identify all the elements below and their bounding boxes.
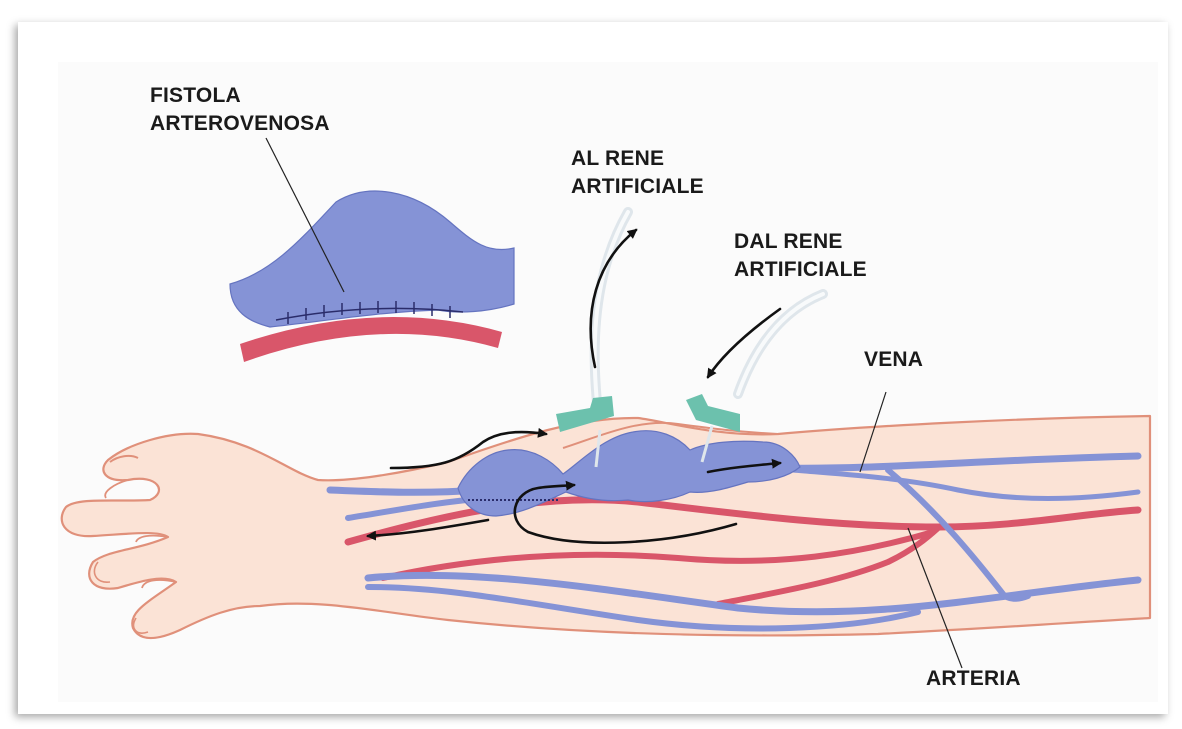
av-fistula-diagram: FISTOLA ARTEROVENOSA AL RENE ARTIFICIALE… <box>18 22 1168 714</box>
diagram-card: FISTOLA ARTEROVENOSA AL RENE ARTIFICIALE… <box>18 22 1168 714</box>
label-al-rene-2: ARTIFICIALE <box>571 175 704 198</box>
label-fistola-2: ARTEROVENOSA <box>150 112 330 135</box>
label-vena: VENA <box>864 348 923 371</box>
label-fistola-1: FISTOLA <box>150 84 241 107</box>
label-dal-rene-1: DAL RENE <box>734 230 843 253</box>
label-dal-rene-2: ARTIFICIALE <box>734 258 867 281</box>
forearm <box>62 416 1150 638</box>
label-arteria: ARTERIA <box>926 667 1021 690</box>
label-al-rene-1: AL RENE <box>571 147 664 170</box>
